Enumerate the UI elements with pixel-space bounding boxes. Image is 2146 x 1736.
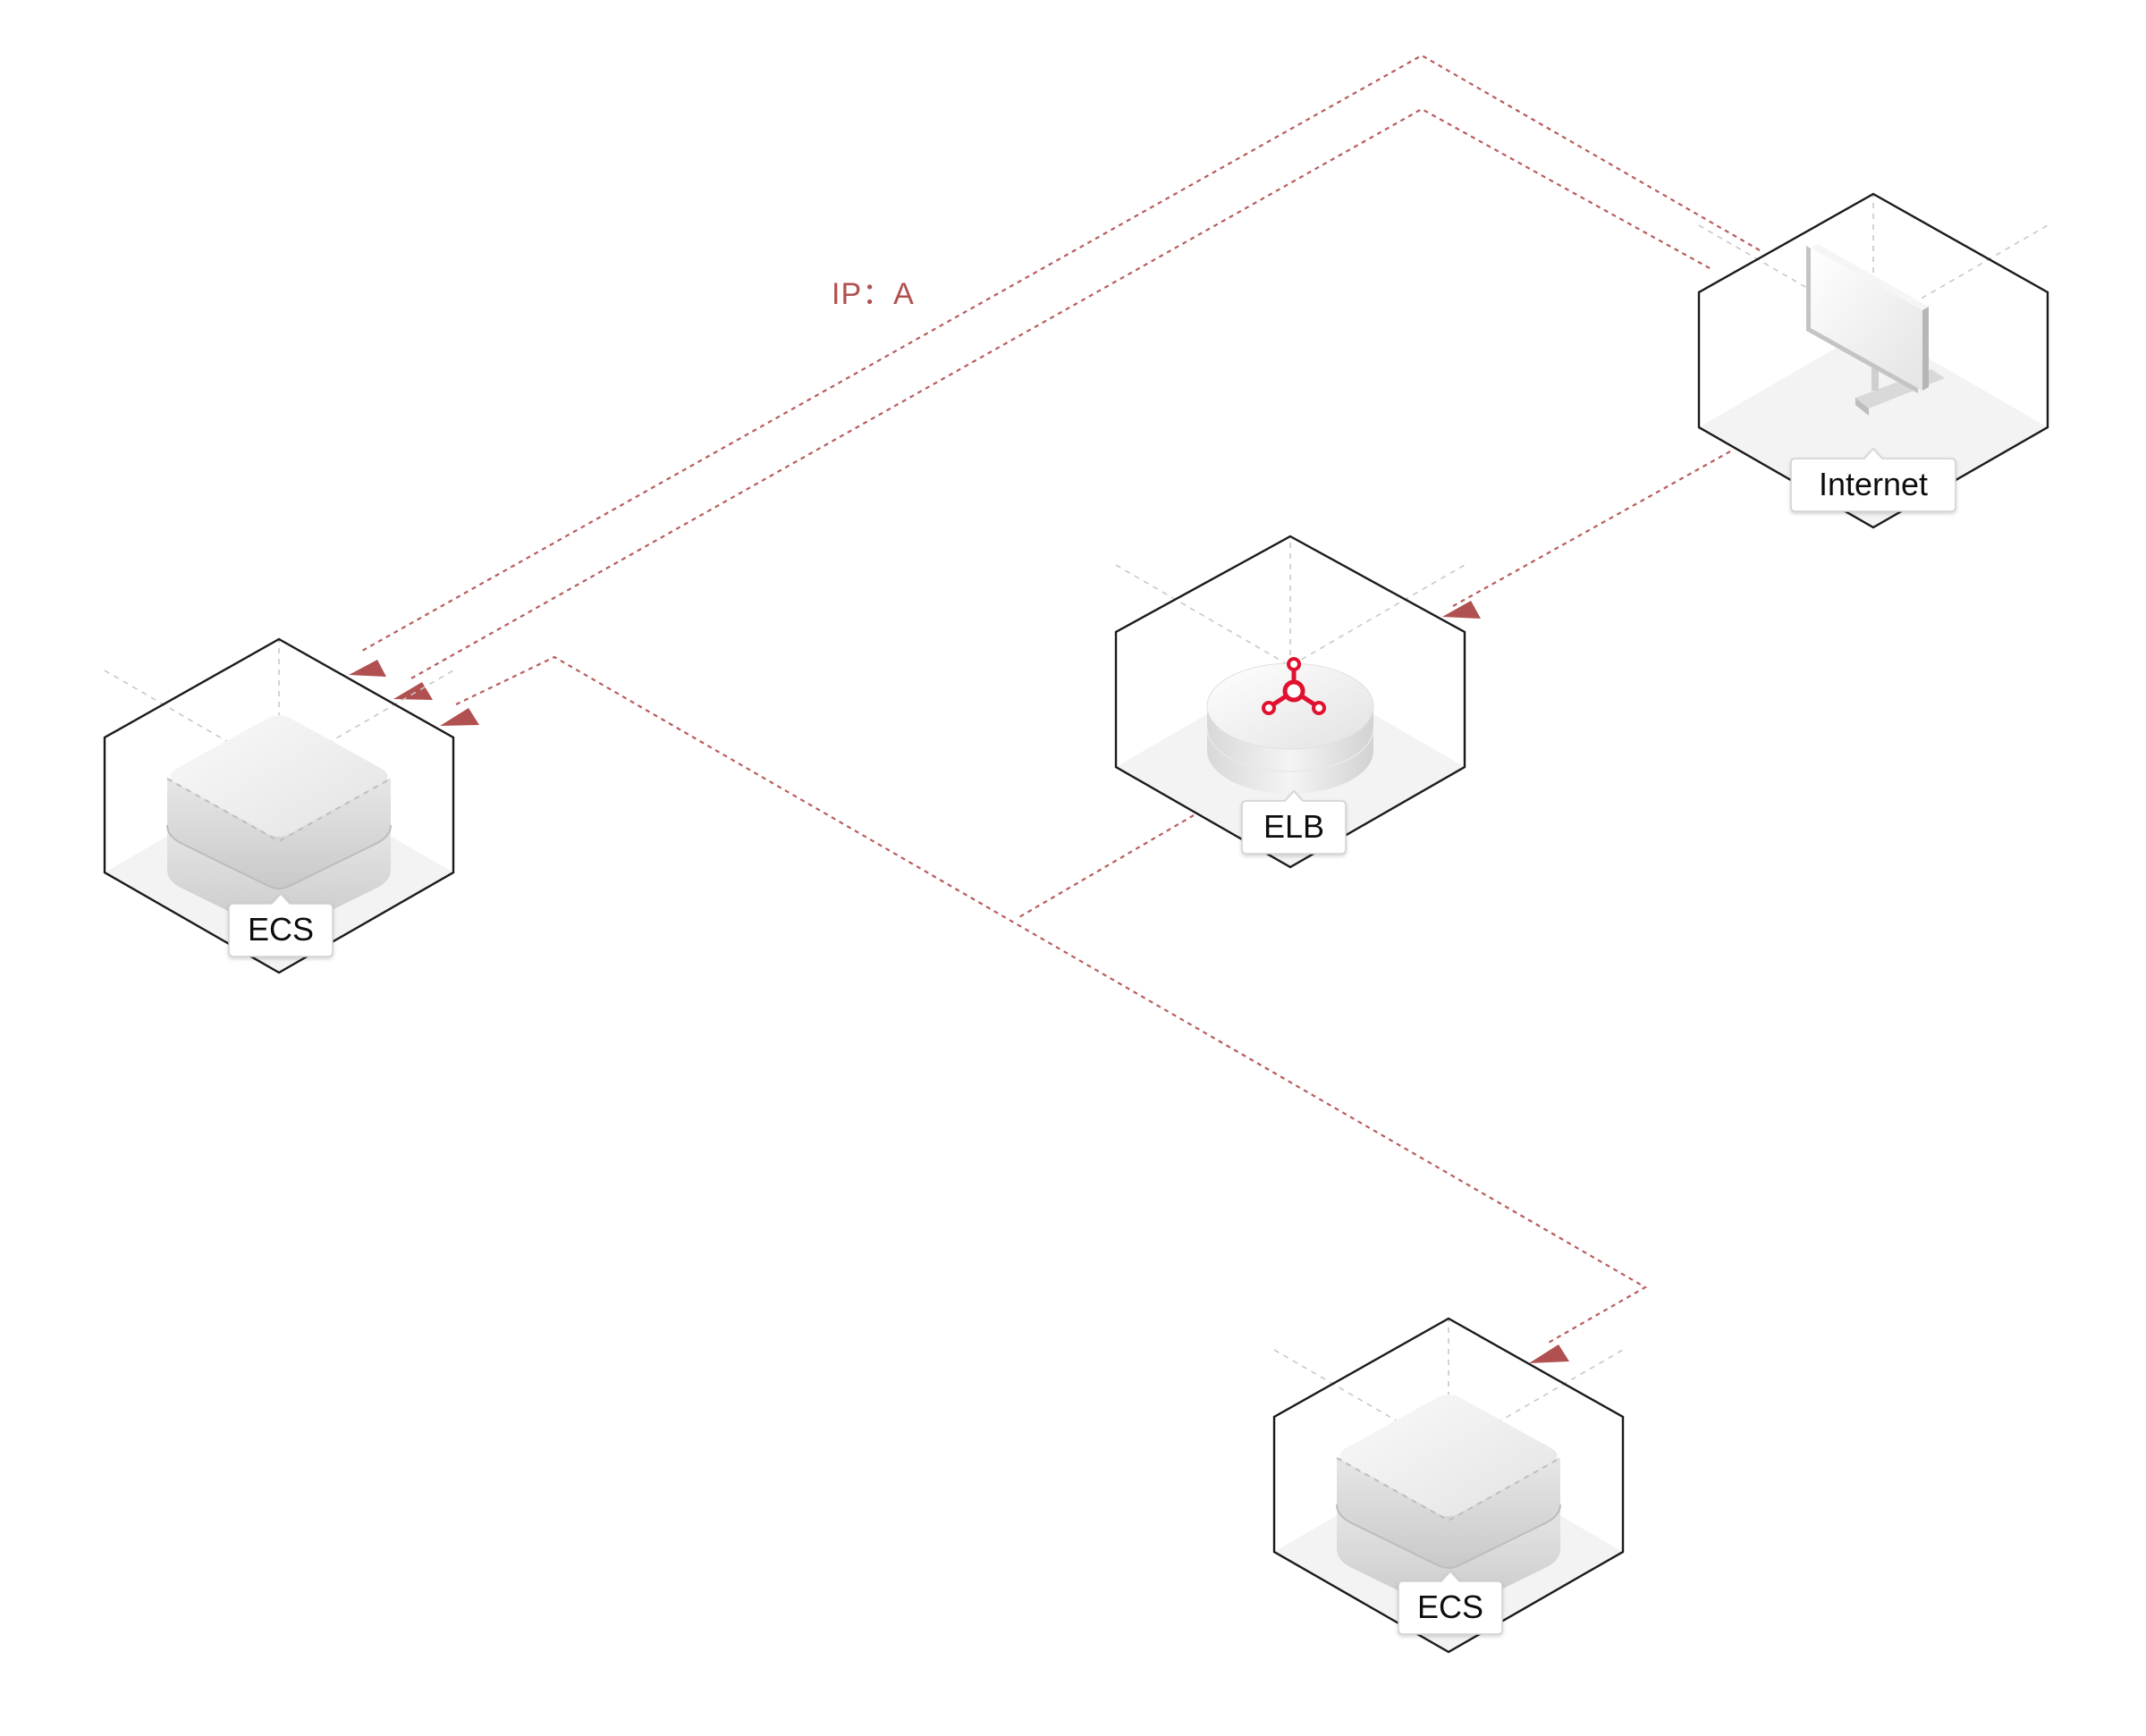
ecs-left-label: ECS xyxy=(228,892,334,957)
ip-label: IP：A xyxy=(832,277,915,311)
ecs-left-label-text: ECS xyxy=(248,911,314,948)
server-icon xyxy=(166,715,392,933)
arrowhead-ecs-bottom xyxy=(1529,1344,1569,1363)
monitor-icon xyxy=(1806,244,1945,416)
ecs-bottom-label: ECS xyxy=(1398,1570,1503,1635)
server-icon xyxy=(1336,1395,1561,1613)
node-ecs-left[interactable]: ECS xyxy=(103,637,455,974)
flow-line-internet-ecs-inner xyxy=(409,107,1711,680)
arrowhead-elb xyxy=(1442,601,1481,619)
flow-line-internet-ecs-outer xyxy=(361,54,1761,652)
flow-line-ecs-ecs xyxy=(455,655,1648,1344)
ecs-bottom-label-text: ECS xyxy=(1417,1589,1483,1625)
arrowhead-ecs-1 xyxy=(349,660,386,677)
arrowheads xyxy=(349,601,1569,1363)
internet-label-text: Internet xyxy=(1819,466,1928,502)
flow-lines xyxy=(361,54,1761,1344)
elb-label-text: ELB xyxy=(1263,808,1324,845)
elb-label: ELB xyxy=(1241,789,1347,855)
flow-line-internet-elb xyxy=(1452,451,1731,607)
internet-label: Internet xyxy=(1790,447,1956,512)
flow-line-elb-junction xyxy=(1017,814,1195,919)
node-elb[interactable]: ELB xyxy=(1114,535,1466,869)
arrowhead-ecs-3 xyxy=(440,708,479,726)
load-balancer-disc xyxy=(1206,662,1374,794)
arrowhead-ecs-2 xyxy=(393,682,433,700)
node-ecs-bottom[interactable]: ECS xyxy=(1272,1317,1625,1654)
node-internet[interactable]: Internet xyxy=(1697,192,2049,529)
load-balancer-icon xyxy=(1262,657,1326,715)
